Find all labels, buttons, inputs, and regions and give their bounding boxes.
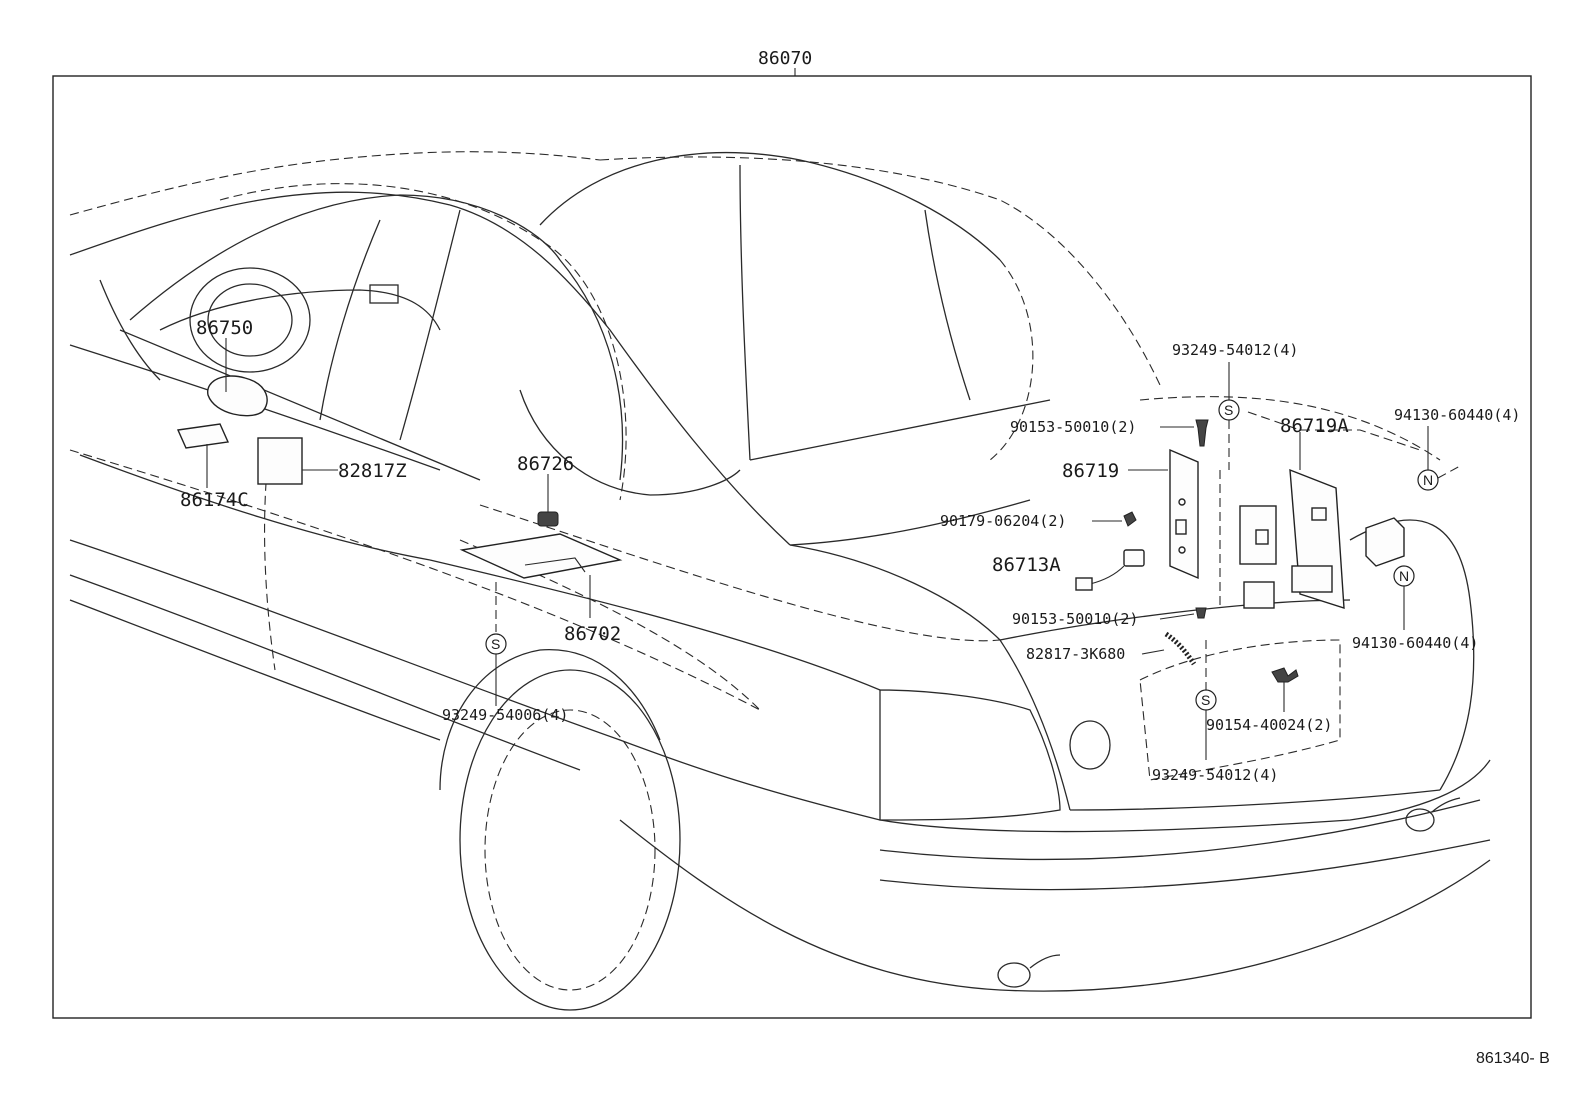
part-86713a-group: 86713A: [992, 549, 1145, 591]
label-86750: 86750: [196, 317, 253, 339]
label-86719: 86719: [1062, 460, 1119, 482]
bolt-90153-bottom: [1195, 607, 1207, 619]
bolt-90153-top: [1195, 419, 1209, 447]
part-86174c-group: 86174C: [176, 423, 249, 511]
label-86174c: 86174C: [180, 489, 249, 511]
connector-86713a: [1123, 549, 1145, 567]
label-86719a: 86719A: [1280, 415, 1349, 437]
part-86702-group: 86702: [459, 533, 623, 645]
bolt-90153-50010-top-group: 90153-50010(2): [1010, 418, 1209, 447]
screw-94130-60440-bottom-group: N 94130-60440(4): [1352, 565, 1478, 652]
label-82817z: 82817Z: [338, 460, 407, 482]
clip-93249-54012-top-group: 93249-54012(4) S: [1172, 341, 1298, 610]
part-86702-shape: [459, 533, 623, 579]
part-86726-shape: [537, 511, 559, 527]
symbol-s-bottom: S: [1201, 692, 1210, 708]
part-86750-shape: [207, 375, 268, 417]
bolt-90154: [1271, 667, 1299, 683]
part-82817z-shape: [257, 437, 303, 485]
label-93249-54012-bottom: 93249-54012(4): [1152, 766, 1278, 784]
nut-90179: [1123, 511, 1137, 527]
part-82817z-group: 82817Z: [257, 437, 407, 485]
part-86750-group: 86750: [196, 317, 268, 417]
label-93249-54012-top: 93249-54012(4): [1172, 341, 1298, 359]
label-90153-50010-bottom: 90153-50010(2): [1012, 610, 1138, 628]
label-94130-60440-top: 94130-60440(4): [1394, 406, 1520, 424]
label-86726: 86726: [517, 453, 574, 475]
label-86702: 86702: [564, 623, 621, 645]
label-90154-40024: 90154-40024(2): [1206, 716, 1332, 734]
symbol-n-top: N: [1423, 472, 1433, 488]
symbol-n-bottom: N: [1399, 568, 1409, 584]
clip-93249-54006-group: S 93249-54006(4): [442, 582, 568, 724]
screw-94130-60440-top-group: 94130-60440(4) N: [1394, 406, 1520, 491]
part-86719-group: 86719: [1062, 448, 1199, 580]
cable-82817-3k680-group: 82817-3K680: [1026, 631, 1197, 666]
clip-93249-54012-bottom-group: S 93249-54012(4): [1152, 640, 1278, 784]
label-86713a: 86713A: [992, 554, 1061, 576]
bolt-90154-40024-group: 90154-40024(2): [1206, 667, 1332, 734]
box-near-trunk: [1365, 517, 1405, 567]
bracket-86719: [1169, 448, 1199, 580]
assembly-number: 86070: [758, 48, 812, 69]
diagram-frame: [52, 75, 1532, 1019]
label-94130-60440-bottom: 94130-60440(4): [1352, 634, 1478, 652]
label-82817-3k680: 82817-3K680: [1026, 645, 1125, 663]
symbol-n-circle-top: [1417, 469, 1439, 491]
vehicle-outline: [69, 151, 1491, 1011]
label-93249-54006: 93249-54006(4): [442, 706, 568, 724]
label-90179-06204: 90179-06204(2): [940, 512, 1066, 530]
part-86726-group: 86726: [517, 453, 574, 527]
bolt-90153-50010-bottom-group: 90153-50010(2): [1012, 607, 1207, 628]
part-86719a-group: 86719A: [1239, 411, 1421, 609]
symbol-s: S: [491, 636, 500, 652]
symbol-s-top: S: [1224, 402, 1233, 418]
label-90153-50010-top: 90153-50010(2): [1010, 418, 1136, 436]
nut-90179-06204-group: 90179-06204(2): [940, 511, 1137, 530]
part-86174c-shape: [176, 423, 230, 449]
cable-82817-3k680: [1164, 631, 1197, 666]
diagram-reference-code: 861340- B: [1476, 1050, 1550, 1067]
